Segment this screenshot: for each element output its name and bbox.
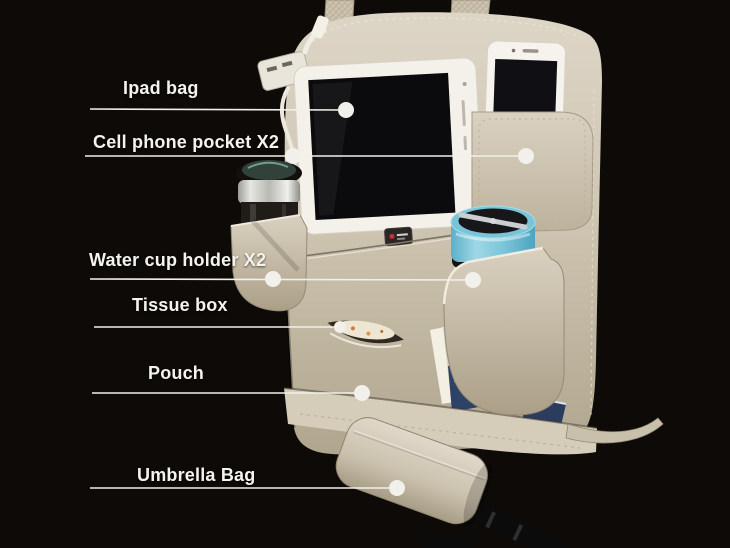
callout-label-water-cup-holder: Water cup holder X2 [89, 250, 267, 270]
callout-line-umbrella-bag [90, 480, 405, 496]
callout-label-pouch: Pouch [148, 363, 205, 383]
pouch-flap [283, 387, 598, 455]
brand-tag [384, 226, 413, 247]
tissue-slot [327, 320, 404, 349]
callout-label-tissue-box: Tissue box [132, 295, 228, 315]
umbrella-sleeve [335, 417, 492, 526]
cup-holder-flap-right [442, 246, 565, 416]
cup-holder-flap-left [230, 214, 308, 312]
callout-label-ipad-bag: Ipad bag [123, 78, 199, 98]
callout-line-water-cup-holder [89, 271, 481, 288]
callout-line-tissue-box [94, 321, 346, 333]
tissue-paper [335, 320, 395, 340]
side-strap [565, 417, 664, 444]
callout-line-cell-phone-pocket [85, 148, 534, 164]
callout-label-cell-phone-pocket: Cell phone pocket X2 [93, 132, 280, 152]
callout-label-umbrella-bag: Umbrella Bag [137, 465, 256, 485]
callout-line-pouch [92, 385, 370, 401]
callout-line-ipad-bag [89, 102, 354, 118]
